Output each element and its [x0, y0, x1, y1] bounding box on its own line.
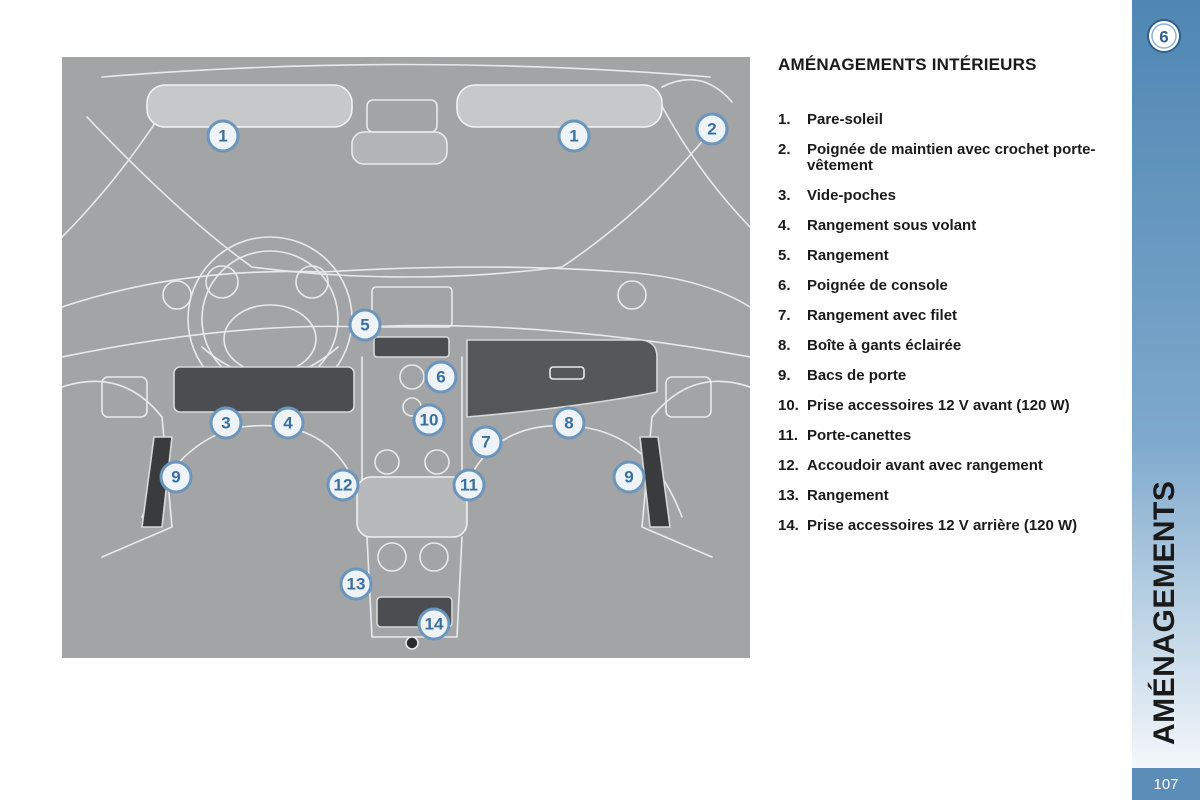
- list-item: 11.Porte-canettes: [778, 427, 912, 444]
- callout-3: 3: [209, 406, 243, 440]
- callout-9a: 9: [159, 460, 193, 494]
- svg-text:3: 3: [221, 414, 230, 433]
- svg-text:5: 5: [360, 316, 369, 335]
- list-item: 8.Boîte à gants éclairée: [778, 337, 962, 354]
- svg-text:10: 10: [420, 411, 439, 430]
- list-item: 9.Bacs de porte: [778, 367, 907, 384]
- svg-text:1: 1: [569, 127, 578, 146]
- callout-11: 11: [452, 468, 486, 502]
- chapter-sidebar: [1132, 0, 1200, 800]
- callout-5: 5: [348, 308, 382, 342]
- callout-10: 10: [412, 403, 446, 437]
- callout-4: 4: [271, 406, 305, 440]
- list-item: 1.Pare-soleil: [778, 111, 883, 128]
- callout-2: 2: [695, 112, 729, 146]
- interior-illustration: 1 1 2 3 4 5 6 7 8 9 9 10 11 12 13 14: [62, 57, 750, 658]
- callout-6: 6: [424, 360, 458, 394]
- svg-text:9: 9: [624, 468, 633, 487]
- svg-text:13: 13: [347, 575, 366, 594]
- list-item: 13.Rangement: [778, 487, 889, 504]
- callout-7: 7: [469, 425, 503, 459]
- item-list: 1.Pare-soleil 2.Poignée de maintien avec…: [778, 112, 1128, 534]
- list-item: 10.Prise accessoires 12 V avant (120 W): [778, 397, 1070, 414]
- svg-text:6: 6: [436, 368, 445, 387]
- list-item: 7.Rangement avec filet: [778, 307, 958, 324]
- list-item: 6.Poignée de console: [778, 277, 948, 294]
- callout-1a: 1: [206, 119, 240, 153]
- chapter-badge-icon: 6: [1147, 19, 1181, 53]
- page-number: 107: [1132, 768, 1200, 800]
- svg-text:1: 1: [218, 127, 227, 146]
- chapter-title: AMÉNAGEMENTS: [1145, 481, 1185, 745]
- section-heading: AMÉNAGEMENTS INTÉRIEURS: [778, 55, 1037, 74]
- list-item: 3.Vide-poches: [778, 187, 896, 204]
- svg-text:12: 12: [334, 476, 353, 495]
- callout-13: 13: [339, 567, 373, 601]
- svg-text:11: 11: [460, 476, 478, 495]
- callout-12: 12: [326, 468, 360, 502]
- svg-text:4: 4: [283, 414, 293, 433]
- callout-1b: 1: [557, 119, 591, 153]
- svg-text:14: 14: [425, 615, 444, 634]
- list-item: 2.Poignée de maintien avec crochet porte…: [778, 141, 1096, 174]
- list-item: 5.Rangement: [778, 247, 889, 264]
- svg-text:2: 2: [707, 120, 716, 139]
- list-item: 12.Accoudoir avant avec rangement: [778, 457, 1043, 474]
- chapter-number: 6: [1159, 28, 1168, 47]
- callout-14: 14: [417, 607, 451, 641]
- list-item: 4.Rangement sous volant: [778, 217, 977, 234]
- svg-text:7: 7: [481, 433, 490, 452]
- list-item: 14.Prise accessoires 12 V arrière (120 W…: [778, 517, 1078, 534]
- callout-9b: 9: [612, 460, 646, 494]
- callout-8: 8: [552, 406, 586, 440]
- svg-text:8: 8: [564, 414, 573, 433]
- svg-text:9: 9: [171, 468, 180, 487]
